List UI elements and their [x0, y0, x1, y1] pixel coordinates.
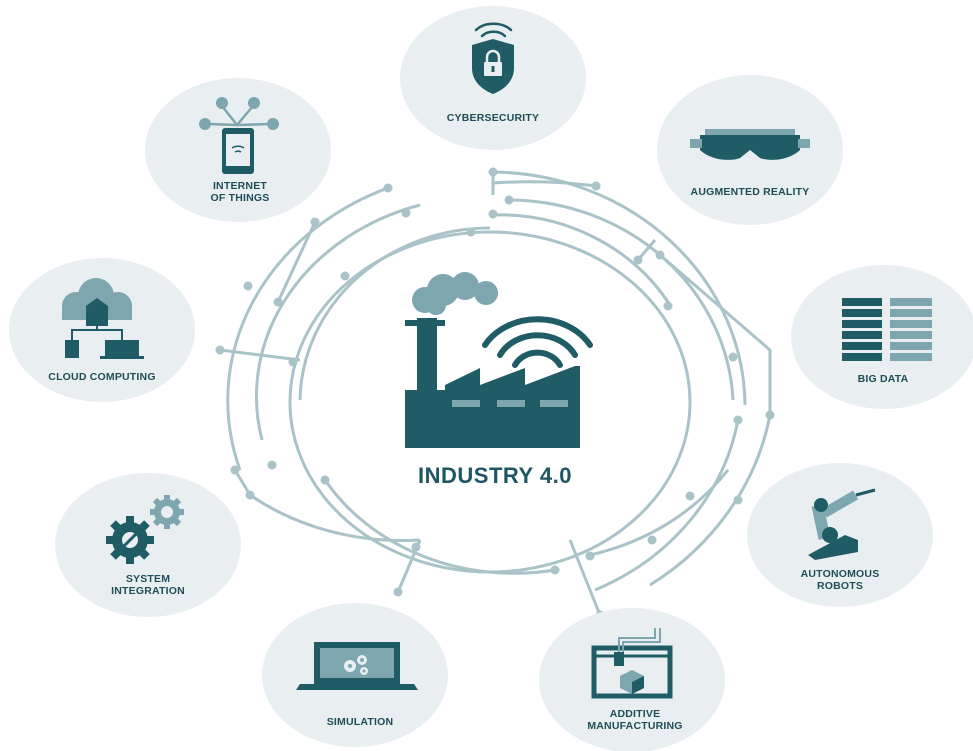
label-internet-of-things: INTERNET OF THINGS — [210, 180, 270, 204]
label-simulation: SIMULATION — [326, 716, 394, 728]
label-big-data: BIG DATA — [857, 373, 909, 385]
laptop-gears-icon — [296, 642, 418, 690]
node-backgrounds — [9, 6, 973, 751]
label-augmented-reality: AUGMENTED REALITY — [690, 186, 810, 198]
label-autonomous-robots: AUTONOMOUS ROBOTS — [800, 568, 880, 592]
iot-tablet-icon — [199, 97, 279, 174]
label-cybersecurity: CYBERSECURITY — [446, 112, 540, 124]
wifi-signal-icon — [482, 316, 593, 368]
robot-arm-icon — [808, 488, 876, 560]
factory-icon — [405, 272, 593, 448]
node-bg-autonomous-robots — [747, 463, 933, 607]
label-cloud-computing: CLOUD COMPUTING — [48, 371, 156, 383]
cloud-network-icon — [62, 278, 144, 359]
circuit-lines — [219, 170, 772, 616]
server-racks-icon — [842, 298, 932, 361]
label-additive-manufacturing: ADDITIVE MANUFACTURING — [587, 708, 683, 732]
smoke-cloud-icon — [412, 272, 498, 315]
gears-icon — [106, 495, 184, 564]
node-bg-system-integration — [55, 473, 241, 617]
page-title: INDUSTRY 4.0 — [418, 463, 572, 488]
ar-headset-icon — [690, 129, 810, 160]
3d-printer-icon — [591, 628, 673, 699]
label-system-integration: SYSTEM INTEGRATION — [111, 573, 185, 597]
shield-lock-wifi-icon — [472, 22, 514, 94]
circuit-nodes — [215, 167, 775, 620]
